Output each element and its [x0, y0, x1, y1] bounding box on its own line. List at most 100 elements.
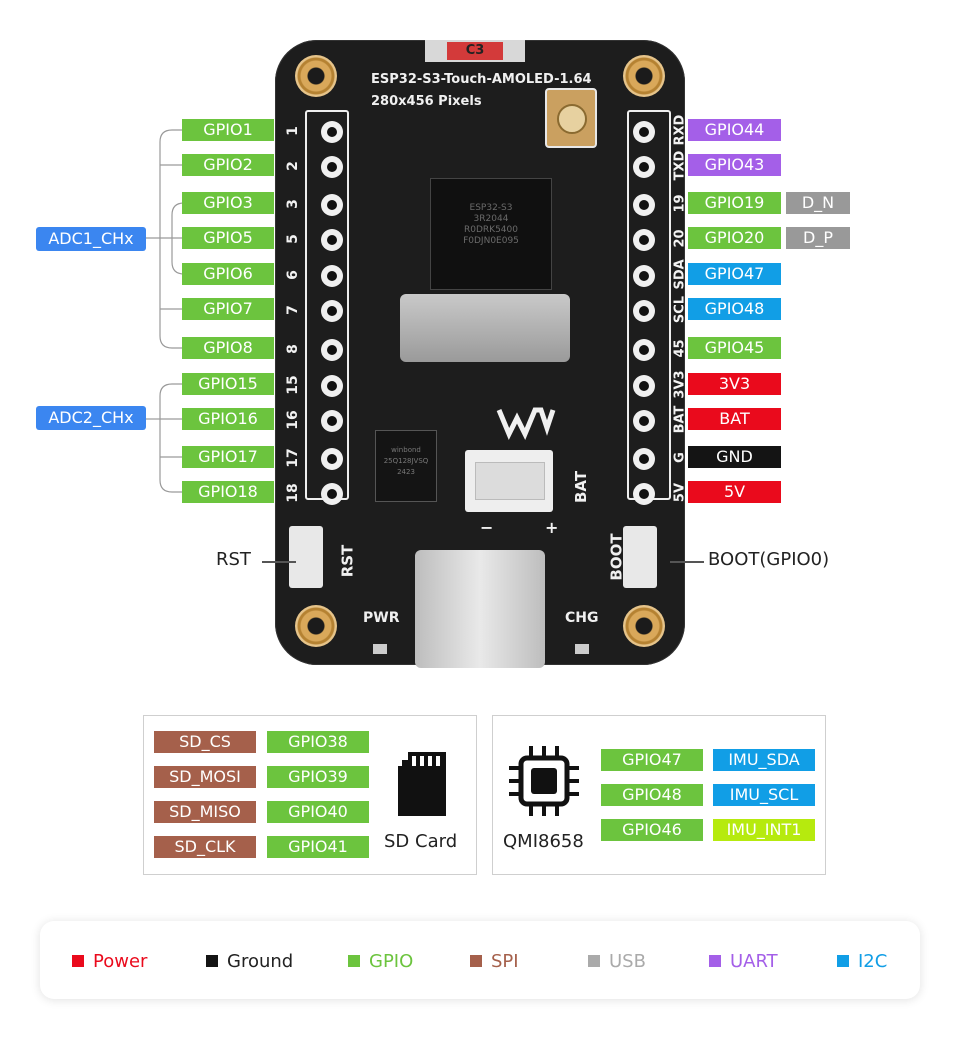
right-pin-label: GPIO45: [688, 337, 781, 359]
legend-swatch: [206, 955, 218, 967]
header-pin: [321, 483, 343, 505]
header-pin: [321, 265, 343, 287]
header-pin: [633, 156, 655, 178]
imu-function-label: IMU_SCL: [713, 784, 815, 806]
left-gpio-label: GPIO5: [182, 227, 274, 249]
left-gpio-label: GPIO15: [182, 373, 274, 395]
boot-leader: [670, 561, 704, 563]
flash-chip: winbond 25Q128JVSQ 2423: [375, 430, 437, 502]
right-pin-label: GPIO47: [688, 263, 781, 285]
usb-label: D_N: [786, 192, 850, 214]
header-pin: [633, 375, 655, 397]
cap-label: C3: [447, 42, 503, 60]
left-gpio-label: GPIO1: [182, 119, 274, 141]
legend-swatch: [837, 955, 849, 967]
header-pin: [633, 483, 655, 505]
legend-item: I2C: [837, 951, 887, 973]
chg-led: [575, 644, 589, 654]
battery-connector: [465, 450, 553, 512]
header-pin: [633, 339, 655, 361]
imu-gpio-label: GPIO46: [601, 819, 703, 841]
left-gpio-label: GPIO18: [182, 481, 274, 503]
header-pin: [633, 265, 655, 287]
pwr-led: [373, 644, 387, 654]
shield-can: [400, 294, 570, 362]
rst-button[interactable]: [289, 526, 323, 588]
esp32-s3-chip: ESP32-S3 3R2044 R0DRK5400 F0DJN0E095: [430, 178, 552, 290]
header-pin: [321, 300, 343, 322]
header-pin: [633, 194, 655, 216]
board-name: ESP32-S3-Touch-AMOLED-1.64: [371, 72, 592, 87]
right-pin-label: GND: [688, 446, 781, 468]
chip-marking: ESP32-S3 3R2044 R0DRK5400 F0DJN0E095: [463, 203, 519, 246]
boot-callout: BOOT(GPIO0): [708, 549, 830, 570]
legend-item: Power: [72, 951, 147, 973]
legend-label: Power: [93, 951, 148, 972]
silk-plus: +: [545, 518, 559, 537]
left-gpio-label: GPIO6: [182, 263, 274, 285]
board-resolution: 280x456 Pixels: [371, 94, 482, 109]
right-pin-label: 3V3: [688, 373, 781, 395]
right-pin-label: GPIO43: [688, 154, 781, 176]
left-gpio-label: GPIO7: [182, 298, 274, 320]
right-pin-label: GPIO44: [688, 119, 781, 141]
sd-gpio-label: GPIO40: [267, 801, 369, 823]
mounting-hole: [623, 605, 665, 647]
sd-function-label: SD_MOSI: [154, 766, 256, 788]
legend-label: UART: [730, 951, 778, 972]
header-pin: [321, 410, 343, 432]
right-pin-label: GPIO19: [688, 192, 781, 214]
header-pin: [633, 448, 655, 470]
rst-leader: [262, 561, 296, 563]
sd-card-caption: SD Card: [384, 831, 458, 852]
sd-function-label: SD_MISO: [154, 801, 256, 823]
sd-function-label: SD_CLK: [154, 836, 256, 858]
adc2-label: ADC2_CHx: [36, 406, 146, 430]
legend-item: UART: [709, 951, 778, 973]
header-pin: [321, 229, 343, 251]
boot-button[interactable]: [623, 526, 657, 588]
flash-marking: winbond 25Q128JVSQ 2423: [383, 446, 429, 476]
legend-swatch: [588, 955, 600, 967]
left-gpio-label: GPIO16: [182, 408, 274, 430]
sd-gpio-label: GPIO38: [267, 731, 369, 753]
right-pin-label: GPIO48: [688, 298, 781, 320]
header-pin: [633, 121, 655, 143]
mounting-hole: [295, 55, 337, 97]
left-gpio-label: GPIO17: [182, 446, 274, 468]
bracket-line: [159, 129, 184, 349]
legend-swatch: [709, 955, 721, 967]
header-pin: [321, 375, 343, 397]
silk-pwr: PWR: [363, 610, 400, 626]
left-gpio-label: GPIO3: [182, 192, 274, 214]
legend-swatch: [348, 955, 360, 967]
chip-icon: [509, 746, 579, 816]
left-gpio-label: GPIO8: [182, 337, 274, 359]
legend-label: Ground: [227, 951, 294, 972]
imu-function-label: IMU_SDA: [713, 749, 815, 771]
legend-swatch: [72, 955, 84, 967]
header-pin: [321, 194, 343, 216]
imu-function-label: IMU_INT1: [713, 819, 815, 841]
legend-label: SPI: [491, 951, 519, 972]
left-gpio-label: GPIO2: [182, 154, 274, 176]
legend-item: Ground: [206, 951, 293, 973]
legend-label: I2C: [858, 951, 888, 972]
waveshare-logo-icon: [496, 407, 556, 441]
mounting-hole: [295, 605, 337, 647]
legend-item: SPI: [470, 951, 519, 973]
header-pin: [321, 156, 343, 178]
imu-gpio-label: GPIO47: [601, 749, 703, 771]
legend-item: GPIO: [348, 951, 413, 973]
header-pin: [633, 229, 655, 251]
bracket-lines: [146, 129, 196, 493]
usb-c-port[interactable]: [415, 550, 545, 668]
right-pin-label: 5V: [688, 481, 781, 503]
right-pin-label: BAT: [688, 408, 781, 430]
mounting-hole: [623, 55, 665, 97]
silk-minus: −: [480, 518, 494, 537]
